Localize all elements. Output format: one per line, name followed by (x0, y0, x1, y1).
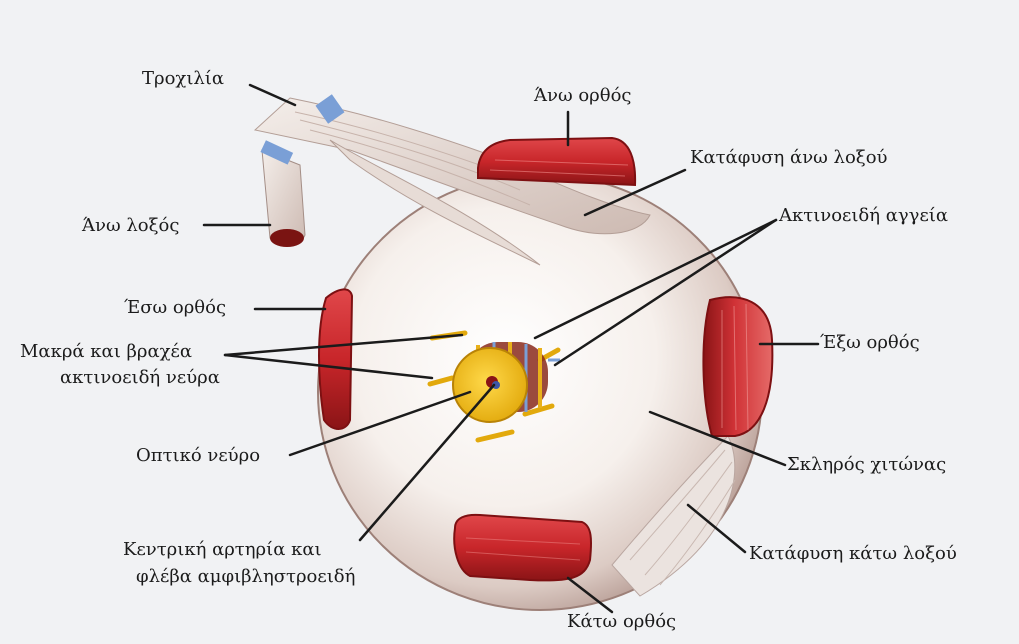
label-ciliary-nerves-line2: ακτινοειδή νεύρα (60, 367, 220, 388)
label-superior-oblique-insertion: Κατάφυση άνω λοξού (690, 147, 888, 168)
label-central-artery-line2: φλέβα αμφιβληστροειδή (136, 566, 355, 587)
inferior-rectus-muscle (454, 515, 591, 581)
label-superior-rectus: Άνω ορθός (533, 85, 632, 106)
label-inferior-rectus: Κάτω ορθός (567, 611, 676, 632)
label-central-artery-line1: Κεντρική αρτηρία και (123, 539, 322, 560)
lateral-rectus-muscle (703, 297, 772, 436)
label-trochlea: Τροχιλία (142, 68, 224, 89)
superior-rectus-muscle (478, 138, 635, 185)
superior-oblique-cut-end (270, 229, 304, 247)
label-medial-rectus: Έσω ορθός (124, 297, 226, 318)
label-ciliary-nerves-line1: Μακρά και βραχέα (20, 341, 192, 362)
label-superior-oblique: Άνω λοξός (81, 215, 179, 236)
label-sclera: Σκληρός χιτώνας (787, 454, 946, 475)
label-lateral-rectus: Έξω ορθός (820, 332, 920, 353)
medial-rectus-muscle (319, 289, 352, 429)
label-inferior-oblique-insertion: Κατάφυση κάτω λοξού (749, 543, 957, 564)
label-optic-nerve: Οπτικό νεύρο (136, 445, 260, 466)
label-ciliary-vessels: Ακτινοειδή αγγεία (778, 205, 948, 226)
